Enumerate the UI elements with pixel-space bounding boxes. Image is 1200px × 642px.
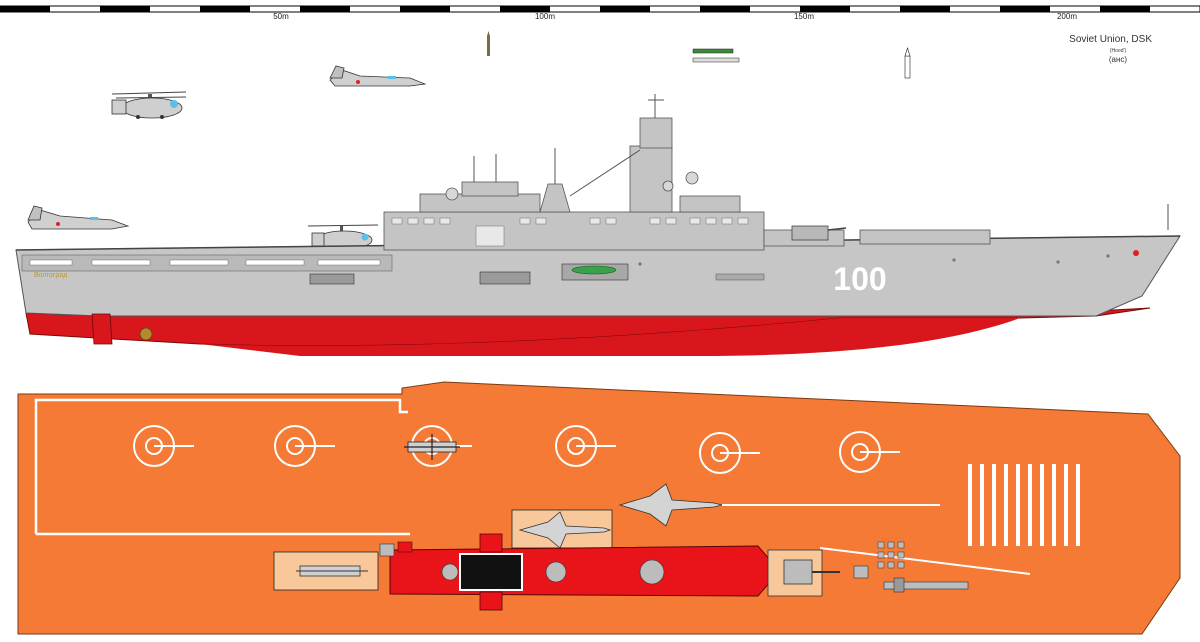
ka27-helicopter-icon — [111, 91, 187, 119]
runway-stripes — [968, 464, 1080, 546]
scale-label-200m: 200m — [1057, 12, 1077, 21]
superstructure-windows — [391, 217, 749, 247]
superstructure — [383, 117, 991, 251]
forward-turret-icon — [767, 549, 869, 597]
jet-plan-icon — [618, 483, 723, 527]
missile-horizontal-icon — [692, 48, 740, 63]
credit-block: Soviet Union, DSK (Hood') (анс) — [1069, 34, 1152, 64]
scale-bar: 50m 100m 150m 200m — [0, 5, 1200, 21]
island-plan — [379, 533, 771, 611]
scale-label-50m: 50m — [273, 12, 289, 21]
ship-profile: Волгоград 100 — [15, 235, 1181, 356]
credit-title: Soviet Union, DSK — [1069, 34, 1152, 45]
helicopter-plan-icon-2 — [273, 551, 379, 591]
missile-vertical-icon-2 — [904, 46, 911, 79]
credit-note-1: (Hood') — [1110, 48, 1127, 54]
jet-plan-icon-2 — [511, 509, 613, 549]
scale-label-100m: 100m — [535, 12, 555, 21]
masts — [473, 94, 1169, 230]
ship-name-text: Волгоград — [34, 272, 67, 279]
missile-vertical-icon — [487, 31, 490, 56]
missile-launcher-icon — [883, 577, 969, 593]
yak-jet-icon — [329, 65, 427, 87]
yak-jet-icon-2 — [27, 205, 130, 230]
vls-launcher-icon — [877, 541, 905, 569]
helicopter-plan-icon — [404, 434, 460, 460]
gun-turret-icon — [791, 225, 847, 241]
credit-note-2: (анс) — [1109, 55, 1128, 64]
radar-domes — [445, 171, 699, 201]
hull-number: 100 — [833, 261, 886, 297]
deck-plan — [17, 381, 1181, 635]
red-star-icon — [1133, 250, 1139, 256]
hull-underwater — [25, 307, 1151, 347]
scale-label-150m: 150m — [794, 12, 814, 21]
